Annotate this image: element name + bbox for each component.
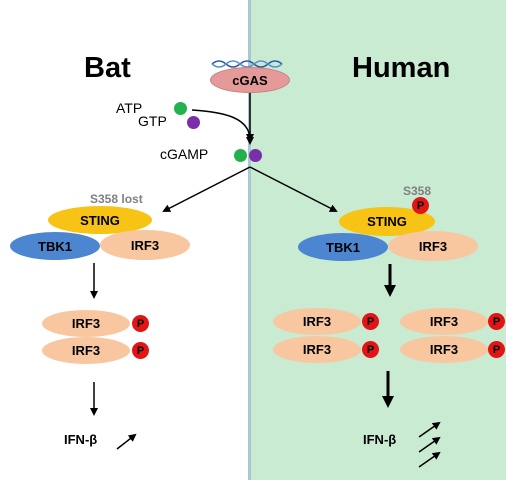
human-irf3-phospho-2a: IRF3: [400, 308, 488, 335]
atp-label: ATP: [116, 100, 143, 116]
human-irf3-phospho-1a: IRF3: [273, 308, 361, 335]
human-phosphate-2a: P: [488, 313, 505, 330]
arrow-to-bat-sting: [162, 166, 251, 212]
substrate-arrow: [191, 109, 254, 142]
cgamp-green-icon: [234, 149, 247, 162]
human-irf3: IRF3: [388, 231, 478, 261]
bat-tbk1: TBK1: [10, 232, 100, 260]
human-irf3-phospho-2b: IRF3: [400, 336, 488, 363]
human-sting-phosphate: P: [412, 197, 429, 214]
arrow-to-human-sting: [249, 166, 338, 212]
atp-molecule-icon: [174, 102, 187, 115]
cgamp-purple-icon: [249, 149, 262, 162]
gtp-label: GTP: [138, 113, 167, 129]
bat-ifn-beta-label: IFN-β: [64, 432, 98, 447]
bat-ifn-up-arrow: [116, 433, 137, 450]
human-irf3-phospho-1b: IRF3: [273, 336, 361, 363]
human-phosphate-1b: P: [362, 341, 379, 358]
human-phosphate-1a: P: [362, 313, 379, 330]
human-s358-note: S358: [403, 184, 432, 198]
bat-irf3-phospho-1: IRF3: [42, 310, 130, 337]
human-ifn-beta-label: IFN-β: [363, 432, 397, 447]
cgas-node: cGAS: [210, 67, 290, 93]
cgamp-label: cGAMP: [160, 146, 209, 162]
panel-divider: [248, 0, 251, 480]
human-ifn-up-arrow: [418, 436, 441, 453]
bat-title: Bat: [84, 52, 131, 84]
bat-sting: STING: [48, 206, 152, 234]
human-phosphate-2b: P: [488, 341, 505, 358]
bat-phosphate-2: P: [132, 342, 149, 359]
bat-irf3-phospho-2: IRF3: [42, 337, 130, 364]
gtp-molecule-icon: [187, 116, 200, 129]
bat-irf3: IRF3: [100, 230, 190, 260]
bat-s358-note: S358 lost: [90, 192, 143, 206]
dna-strand: [211, 60, 283, 68]
human-ifn-up-arrow: [418, 421, 441, 438]
human-ifn-up-arrow: [418, 451, 441, 468]
bat-phosphate-1: P: [132, 315, 149, 332]
human-tbk1: TBK1: [298, 233, 388, 261]
human-title: Human: [352, 52, 451, 84]
